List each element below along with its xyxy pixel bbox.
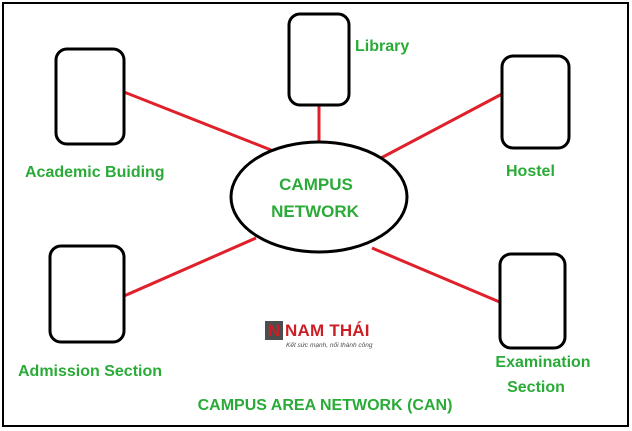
node-box-admission-section <box>48 244 126 344</box>
hub-label-line1: CAMPUS <box>279 175 353 194</box>
diagram-caption: CAMPUS AREA NETWORK (CAN) <box>198 397 453 414</box>
link-academic-building <box>123 90 272 152</box>
logo-letter: N <box>268 321 280 340</box>
academic-building-label: Academic Buiding <box>25 164 165 181</box>
hub-label-line2: NETWORK <box>271 202 360 221</box>
node-box-hostel <box>500 54 571 150</box>
link-examination-section <box>371 246 503 305</box>
node-boxes <box>48 12 571 350</box>
link-hostel <box>380 92 503 160</box>
logo-tagline: Kết sức mạnh, nối thành công <box>286 341 373 349</box>
campus-network-hub <box>229 140 409 254</box>
logo-mark-icon <box>265 321 283 340</box>
node-box-examination-section <box>498 252 567 350</box>
logo-name: NAM THÁI <box>285 321 370 340</box>
connection-links <box>123 90 503 305</box>
link-admission-section <box>123 236 257 298</box>
node-box-academic-building <box>54 47 126 146</box>
examination-label-line1: Examination <box>495 354 590 371</box>
outer-frame <box>2 2 629 427</box>
library-label: Library <box>355 38 409 55</box>
admission-section-label: Admission Section <box>18 363 162 380</box>
hostel-label: Hostel <box>506 163 555 180</box>
node-box-library <box>287 12 351 107</box>
watermark-logo: N NAM THÁI Kết sức mạnh, nối thành công <box>265 321 373 349</box>
examination-label-line2: Section <box>507 379 565 396</box>
